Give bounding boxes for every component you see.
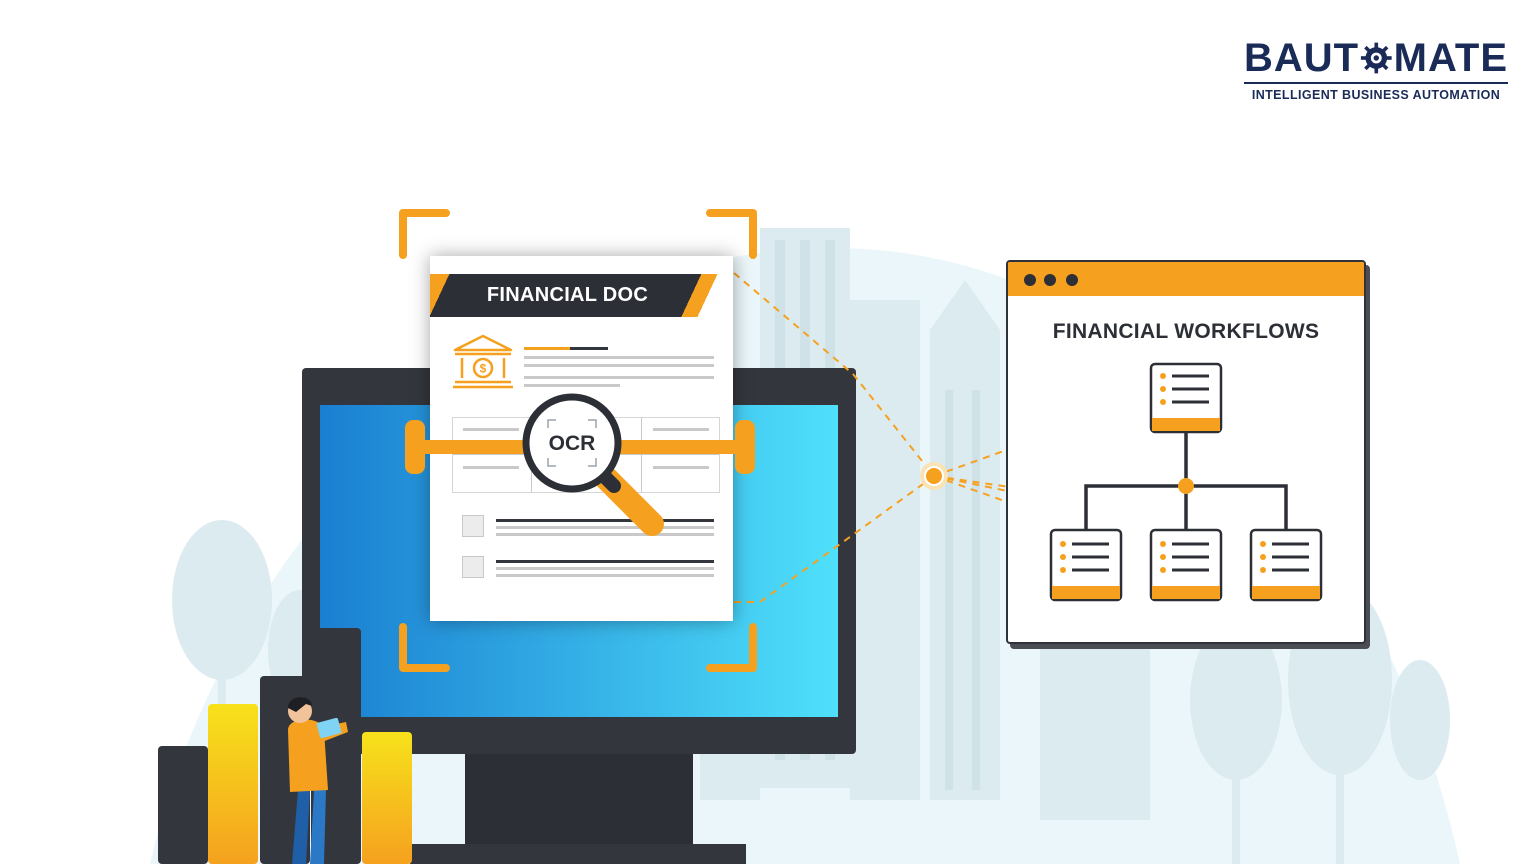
logo-divider	[1244, 82, 1508, 84]
workflow-tree-diagram	[1049, 362, 1323, 602]
workflow-node-icon	[1249, 528, 1323, 602]
checkbox-1	[462, 515, 484, 537]
document-header-banner: FINANCIAL DOC	[430, 274, 733, 317]
person-figure	[288, 697, 348, 864]
logo-tagline: INTELLIGENT BUSINESS AUTOMATION	[1251, 88, 1501, 102]
workflow-node-icon	[1149, 362, 1223, 434]
workflow-node-icon	[1049, 528, 1123, 602]
window-dot-icon	[1024, 274, 1036, 286]
window-title-bar	[1008, 262, 1364, 296]
logo-wordmark: BAUT MATE	[1244, 36, 1508, 80]
workflow-node-icon	[1149, 528, 1223, 602]
workflows-title: FINANCIAL WORKFLOWS	[1052, 320, 1320, 343]
gear-icon	[1360, 42, 1392, 74]
bank-dollar-icon: $	[453, 334, 513, 389]
ocr-label: OCR	[548, 432, 596, 455]
checkbox-2	[462, 556, 484, 578]
logo-text-left: BAUT	[1244, 36, 1360, 80]
financial-workflows-window: FINANCIAL WORKFLOWS	[1006, 260, 1366, 644]
window-dot-icon	[1066, 274, 1078, 286]
svg-text:$: $	[480, 362, 487, 376]
bautomate-logo: BAUT MATE INTELLIGENT BUSINESS AUTO	[1244, 36, 1508, 102]
document-title: FINANCIAL DOC	[486, 284, 649, 306]
logo-text-right: MATE	[1393, 36, 1508, 80]
window-dot-icon	[1044, 274, 1056, 286]
